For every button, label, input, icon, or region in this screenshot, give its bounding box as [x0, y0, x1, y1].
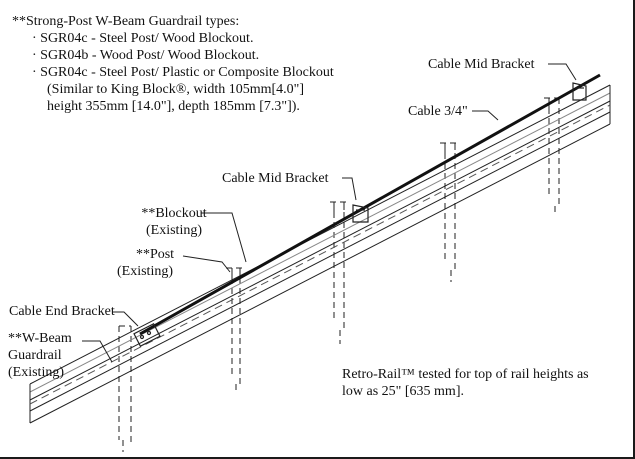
label-w-beam-line: (Existing) — [8, 365, 64, 380]
label-cable: Cable 3/4" — [408, 104, 468, 119]
cable-mid-bracket-middle — [352, 204, 369, 223]
cable-line — [139, 73, 601, 336]
label-post: **Post (Existing) — [109, 246, 181, 280]
label-cable-mid-bracket-top: Cable Mid Bracket — [428, 57, 535, 72]
label-w-beam: **W-Beam Guardrail (Existing) — [8, 330, 72, 381]
post-3 — [330, 201, 350, 344]
cable-end-bracket — [133, 322, 161, 348]
label-blockout-line: **Blockout — [141, 206, 207, 221]
footnote: Retro-Rail™ tested for top of rail heigh… — [342, 366, 589, 400]
leader-lines — [82, 63, 577, 363]
label-post-line: (Existing) — [117, 264, 173, 279]
footnote-line: low as 25" [635 mm]. — [342, 384, 464, 399]
label-blockout: **Blockout (Existing) — [140, 205, 208, 239]
label-blockout-line: (Existing) — [146, 223, 202, 238]
post-5 — [544, 97, 564, 214]
post-1 — [118, 325, 132, 452]
notes-detail: (Similar to King Block®, width 105mm[4.0… — [47, 82, 305, 97]
notes-heading: **Strong-Post W-Beam Guardrail types: — [12, 14, 240, 29]
label-cable-end-bracket: Cable End Bracket — [9, 304, 115, 319]
notes-detail: height 355mm [14.0"], depth 185mm [7.3"]… — [47, 99, 300, 114]
footnote-line: Retro-Rail™ tested for top of rail heigh… — [342, 367, 589, 382]
post-2 — [226, 267, 246, 392]
notes-block: **Strong-Post W-Beam Guardrail types: · … — [12, 13, 334, 115]
label-w-beam-line: **W-Beam — [8, 331, 72, 346]
label-w-beam-line: Guardrail — [8, 348, 62, 363]
notes-item: · SGR04c - Steel Post/ Wood Blockout. — [32, 31, 254, 46]
w-beam-rail — [29, 84, 611, 424]
notes-item: · SGR04b - Wood Post/ Wood Blockout. — [32, 48, 260, 63]
label-post-line: **Post — [135, 247, 175, 262]
post-4 — [440, 142, 460, 282]
notes-item: · SGR04c - Steel Post/ Plastic or Compos… — [32, 65, 334, 80]
label-cable-mid-bracket-middle: Cable Mid Bracket — [222, 171, 329, 186]
cable-mid-bracket-top — [572, 82, 587, 101]
